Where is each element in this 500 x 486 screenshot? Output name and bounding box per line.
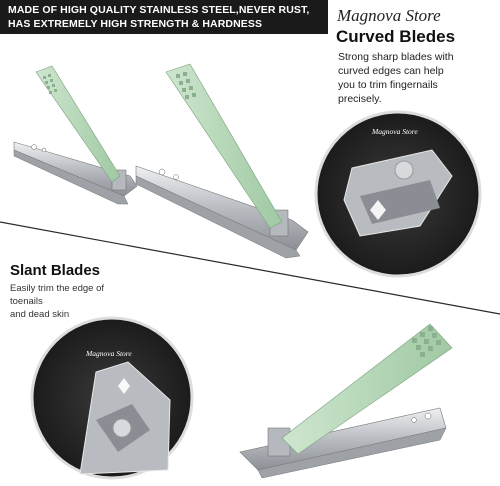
curved-desc-line-2: curved edges can help: [338, 65, 444, 77]
slant-blades-zoom-circle: Magnova Store: [30, 316, 194, 480]
curved-desc-line-3: you to trim fingernails: [338, 79, 438, 91]
top-banner: MADE OF HIGH QUALITY STAINLESS STEEL,NEV…: [0, 0, 328, 34]
slant-desc-line-2: and dead skin: [10, 309, 70, 320]
brand-name: Magnova Store: [337, 6, 441, 25]
curved-blades-zoom-circle: Magnova Store: [314, 110, 482, 278]
slant-blades-title: Slant Blades: [10, 262, 101, 279]
slant-circle-brand: Magnova Store: [85, 349, 132, 358]
curved-blades-title: Curved Bledes: [336, 27, 456, 46]
divider-line: [0, 221, 500, 315]
curved-circle-brand: Magnova Store: [371, 127, 418, 136]
large-clipper-image: [135, 63, 309, 259]
curved-desc-line-4: precisely.: [338, 93, 382, 105]
banner-line-2: HAS EXTREMELY HIGH STRENGTH & HARDNESS: [8, 18, 263, 30]
slant-blades-description: Easily trim the edge of toenails and dea…: [10, 282, 120, 321]
curved-desc-line-1: Strong sharp blades with: [338, 51, 454, 63]
slant-desc-line-1: Easily trim the edge of toenails: [10, 283, 104, 307]
curved-blades-description: Strong sharp blades with curved edges ca…: [338, 50, 498, 106]
small-clipper-image: [13, 65, 138, 205]
slant-clipper-image: [239, 323, 453, 479]
banner-line-1: MADE OF HIGH QUALITY STAINLESS STEEL,NEV…: [8, 4, 310, 16]
